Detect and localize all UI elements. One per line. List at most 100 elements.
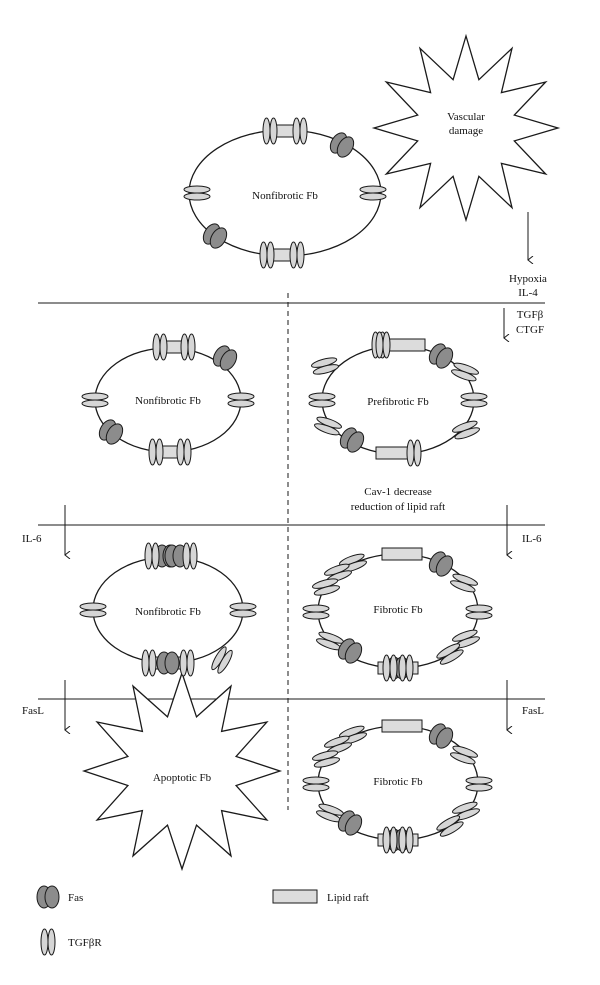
cell-nonfibrotic-row2 [81,333,255,466]
tgfbr-receptor [339,553,367,573]
apoptotic-burst [81,670,283,872]
fas-receptor [202,223,228,249]
tgfbr-receptor [302,776,330,792]
legend-raft-label: Lipid raft [327,892,369,904]
tgfbr-icon [40,928,56,956]
tgfbr-receptor [450,573,478,593]
tgfbr-receptor [312,750,340,768]
tgfbr-receptor [182,542,198,570]
fas-receptor [337,810,363,836]
lipid-raft-icon [272,889,318,904]
tgfbr-receptor [148,438,164,466]
tgfbr-receptor [259,241,275,269]
tgfbr-receptor [465,604,493,620]
il6-left-label: IL-6 [22,533,42,545]
tgfb-label: TGFβ [517,309,544,321]
tgfbr-receptor [302,604,330,620]
cav1-note-line-1: Cav-1 decrease [364,486,432,498]
tgfbr-receptor [451,362,479,382]
cell-prefibrotic [308,331,488,467]
tgfbr-receptor [314,416,342,436]
tgfbr-receptor [183,185,211,201]
cell-nonfibrotic-row3 [79,542,257,677]
tgfbr-receptor [144,542,160,570]
fas-receptor [428,551,454,577]
ctgf-label: CTGF [516,324,544,336]
tgfbr-receptor [141,649,157,677]
fas-receptor [36,885,60,909]
burst-outline [81,670,283,872]
lipid-raft [262,117,308,145]
fas-icon [36,885,60,909]
tgfbr-receptor [382,654,398,682]
tgfbr-receptor [382,826,398,854]
tgfbr-receptor [311,357,339,375]
tgfbr-receptor [398,654,414,682]
tgfbr-receptor [289,241,305,269]
tgfbr-receptor [312,578,340,596]
burst-outline [371,33,561,223]
cell-label-row2-left: Nonfibrotic Fb [135,395,201,407]
tgfbr-receptor [40,928,56,956]
lipid-raft [381,719,423,733]
hypoxia-label: Hypoxia [509,273,547,285]
fas-receptor [339,427,365,453]
lipid-raft [148,438,192,466]
tgfbr-receptor [450,745,478,765]
fas-receptor [98,419,124,445]
tgfbr-receptor [436,815,464,837]
damage-label-2: damage [449,125,483,137]
cell-fibrotic-row4 [302,719,493,854]
cell-label-row3-right: Fibrotic Fb [373,604,423,616]
fas-receptor [212,345,238,371]
tgfbr-receptor [227,392,255,408]
tgfbr-receptor [406,439,422,467]
tgfbr-receptor [152,333,168,361]
tgfbr-receptor [436,643,464,665]
tgfbr-receptor [452,629,480,649]
tgfbr-receptor [180,333,196,361]
lipid-raft [152,333,196,361]
cell-label-row2-right: Prefibrotic Fb [367,396,429,408]
fasl-left-label: FasL [22,705,44,717]
cav1-note-line-2: reduction of lipid raft [351,501,445,513]
tgfbr-receptor [308,392,336,408]
tgfbr-receptor [398,826,414,854]
tgfbr-receptor [179,649,195,677]
vascular-damage-burst [371,33,561,223]
tgfbr-receptor [452,801,480,821]
tgfbr-receptor [262,117,278,145]
tgfbr-receptor [81,392,109,408]
tgfbr-receptor [465,776,493,792]
tgfbr-receptor [229,602,257,618]
tgfbr-receptor [339,725,367,745]
fas-receptor [156,651,180,675]
legend-fas-label: Fas [68,892,83,904]
tgfbr-receptor [375,331,391,359]
legend-tgfbr-label: TGFβR [68,937,102,949]
lipid-raft [259,241,305,269]
fas-receptor [329,132,355,158]
fas-receptor [428,723,454,749]
il4-label: IL-4 [518,287,538,299]
fasl-right-label: FasL [522,705,544,717]
lipid-raft [381,547,423,561]
tgfbr-receptor [211,646,233,674]
lipid-raft [375,439,422,467]
cell-fibrotic-row3 [302,547,493,682]
il6-right-label: IL-6 [522,533,542,545]
tgfbr-receptor [452,420,480,440]
tgfbr-receptor [292,117,308,145]
apoptotic-cell-label: Apoptotic Fb [153,772,212,784]
tgfbr-receptor [359,185,387,201]
fas-receptor [337,638,363,664]
fas-receptor [428,343,454,369]
cell-label-row3-left: Nonfibrotic Fb [135,606,201,618]
cell-nonfibrotic-top [183,117,387,269]
tgfbr-receptor [460,392,488,408]
cell-label-top: Nonfibrotic Fb [252,190,318,202]
tgfbr-receptor [79,602,107,618]
lipid-raft [152,651,184,675]
